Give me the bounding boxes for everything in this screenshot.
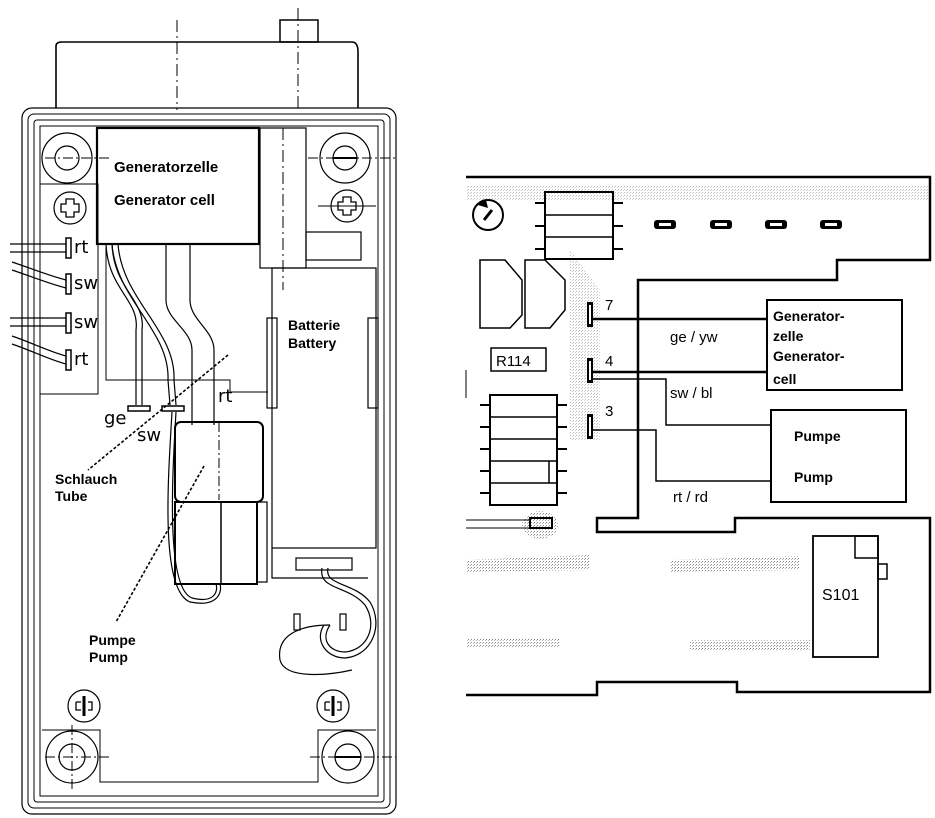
terminal-pin (161, 405, 185, 412)
pump-label-en: Pump (89, 649, 128, 665)
terminal-label-rt-1: rt (74, 237, 88, 258)
device-top-knob (279, 19, 319, 43)
screw-icon (318, 189, 376, 223)
wire-label-rt: rt (218, 386, 232, 407)
resistor-r114-box (490, 347, 547, 372)
diode-right (524, 259, 566, 329)
wire-label-sw: sw (137, 425, 161, 446)
terminal-pin (127, 405, 151, 412)
pin-4-label: 4 (605, 353, 613, 370)
ic-top (535, 191, 623, 260)
mount-boss-bottom-right (310, 730, 396, 784)
ic-bottom (480, 394, 567, 506)
pump-box-right (770, 409, 907, 503)
wire-label-ge-yw: ge / yw (670, 329, 718, 346)
battery-label-de: Batterie (288, 317, 340, 333)
wire-label-rt-rd: rt / rd (673, 489, 708, 506)
switch-s101: S101 (812, 535, 888, 658)
schlauch-tube (165, 244, 193, 425)
connector-pad (820, 220, 842, 229)
generator-cell-label-en: Generator cell (114, 192, 215, 209)
tube-label-de: Schlauch (55, 471, 117, 487)
terminal-label-sw-1: sw (74, 273, 98, 294)
pump-label-de: Pumpe (89, 632, 136, 648)
left-figure-device: Generatorzelle Generator cell Batterie B… (10, 8, 397, 815)
screw-icon (316, 689, 350, 723)
connector-pad (654, 220, 676, 229)
pump-side-plate (256, 501, 268, 583)
wire-label-ge: ge (104, 408, 127, 429)
battery-contact-block (305, 231, 362, 261)
mount-boss-top-right (308, 132, 396, 184)
housing-inner-3 (39, 125, 379, 797)
battery-clip-right (367, 317, 379, 409)
battery-label-en: Battery (288, 335, 336, 351)
bottom-mount-recess (42, 729, 376, 783)
battery-clip-left (266, 317, 278, 409)
wire-black-pump (593, 378, 771, 426)
mount-boss-top-left (41, 132, 110, 184)
trimmer-potentiometer (472, 199, 504, 231)
generator-box-line-3: Generator- (773, 348, 845, 364)
external-lead: rt (10, 237, 88, 259)
pcb-outline (466, 175, 932, 697)
generator-box-line-1: Generator- (773, 308, 845, 324)
generator-box-line-4: cell (773, 371, 796, 387)
screw-icon (67, 689, 101, 723)
wire-red (593, 429, 771, 482)
generator-cell-label-de: Generatorzelle (114, 159, 218, 176)
compartment-outline (105, 244, 268, 393)
generator-cell-box-right (766, 299, 903, 391)
connector-pad (765, 220, 787, 229)
pump-box-line-2: Pump (794, 469, 833, 485)
terminal-label-rt-2: rt (74, 349, 88, 370)
housing-inner-1 (27, 113, 391, 809)
right-figure-pcb: R114 7 4 3 ge / yw sw / bl rt / rd (465, 175, 932, 697)
tube-leader-line (87, 354, 229, 471)
external-lead: sw (10, 312, 98, 334)
wire-label-sw-bl: sw / bl (670, 385, 713, 402)
generator-cell-box (95, 126, 261, 246)
contact-pin (293, 613, 301, 631)
housing-outer (21, 107, 397, 815)
tube-label-en: Tube (55, 488, 88, 504)
pin-7-label: 7 (605, 297, 613, 314)
battery-bottom-contact (295, 557, 353, 571)
pin-3-label: 3 (605, 403, 613, 420)
coiled-wire (279, 567, 372, 675)
mount-boss-bottom-left (45, 725, 110, 790)
pump-box-line-1: Pumpe (794, 428, 841, 444)
terminal-label-sw-2: sw (74, 312, 98, 333)
generator-box-line-2: zelle (773, 328, 804, 344)
contact-pin (339, 613, 347, 631)
external-lead: rt (11, 335, 88, 371)
terminal-plate (39, 183, 99, 395)
pump-leader-line (115, 465, 205, 623)
device-top-cap (55, 41, 359, 108)
screw-icon (53, 191, 87, 225)
tube-wire-yellow (105, 243, 137, 405)
external-lead: sw (11, 261, 98, 295)
switch-s101-label: S101 (822, 587, 859, 604)
diode-left (479, 259, 523, 329)
resistor-r114-label: R114 (496, 353, 531, 370)
battery-body (271, 267, 377, 549)
connector-pad (710, 220, 732, 229)
pump-body-bottom (174, 501, 258, 585)
housing-inner-2 (33, 119, 385, 803)
tube-wire-black (111, 243, 171, 406)
